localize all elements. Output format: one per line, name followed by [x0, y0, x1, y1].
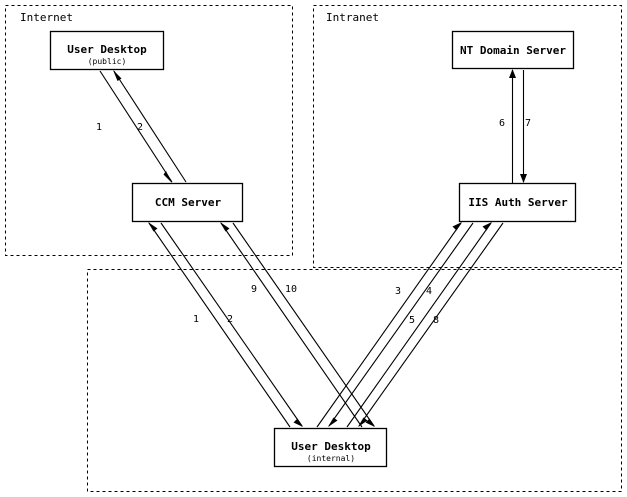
flow-line-1-internal: [148, 222, 291, 428]
flow-line-8: [358, 222, 504, 427]
flow-line-2-internal: [160, 222, 303, 427]
zone-internet-label: Internet: [20, 11, 73, 24]
node-ccm-server[interactable]: CCM Server: [131, 182, 244, 223]
node-user-desktop-internal-subtitle: (internal): [307, 454, 355, 463]
flow-line-9: [220, 222, 363, 428]
flow-group-iis-nt: 6 7: [499, 69, 531, 183]
flow-label-9: 9: [251, 284, 257, 295]
node-user-desktop-public-box[interactable]: [49, 30, 165, 71]
flow-arrow-6: [509, 69, 516, 78]
flow-arrow-1-public: [163, 171, 172, 183]
flow-group-internal-iis-inner: 3 4: [316, 222, 474, 428]
node-iis-auth-server[interactable]: IIS Auth Server: [458, 182, 577, 223]
node-ccm-server-box[interactable]: [131, 182, 244, 223]
flow-label-10: 10: [285, 284, 297, 295]
flow-arrow-10: [365, 418, 375, 427]
node-user-desktop-internal[interactable]: User Desktop (internal): [273, 427, 388, 468]
zone-intranet: Intranet: [313, 5, 622, 268]
flow-label-4: 4: [426, 286, 432, 297]
flow-arrow-7: [520, 174, 527, 183]
node-user-desktop-public-title: User Desktop: [67, 43, 147, 56]
flow-label-1-internal: 1: [193, 314, 199, 325]
flow-label-8: 8: [433, 315, 439, 326]
node-iis-auth-server-title: IIS Auth Server: [468, 196, 568, 209]
zone-intranet-border: [313, 5, 622, 268]
flow-line-1-public: [99, 70, 173, 183]
flow-arrow-4: [328, 417, 338, 427]
flow-arrow-3: [452, 222, 462, 231]
node-user-desktop-public[interactable]: User Desktop (public): [49, 30, 165, 71]
flow-label-7: 7: [525, 118, 531, 129]
flow-arrow-9: [220, 222, 230, 232]
zone-internet: Internet: [5, 5, 293, 256]
flow-label-2-internal: 2: [227, 314, 233, 325]
node-iis-auth-server-box[interactable]: [458, 182, 577, 223]
node-nt-domain-server[interactable]: NT Domain Server: [451, 30, 575, 70]
node-user-desktop-public-subtitle: (public): [88, 57, 127, 66]
node-user-desktop-internal-box[interactable]: [273, 427, 388, 468]
flow-arrow-8: [358, 417, 368, 427]
node-nt-domain-server-box[interactable]: [451, 30, 575, 70]
flow-line-4: [328, 222, 474, 427]
node-user-desktop-internal-title: User Desktop: [291, 440, 371, 453]
flow-group-internal-iis-outer: 5 8: [346, 222, 504, 428]
flow-label-3: 3: [395, 286, 401, 297]
node-ccm-server-title: CCM Server: [155, 196, 222, 209]
flow-group-internal-ccm-left: 1 2: [148, 222, 303, 428]
flow-arrow-2-public: [113, 70, 122, 81]
flow-label-2-public: 2: [137, 122, 143, 133]
zone-internet-border: [5, 5, 293, 256]
node-nt-domain-server-title: NT Domain Server: [460, 44, 566, 57]
flow-arrow-5: [482, 222, 492, 231]
flow-label-6: 6: [499, 118, 505, 129]
zone-intranet-label: Intranet: [326, 11, 379, 24]
flow-group-public-ccm: 1 2: [96, 70, 187, 183]
flow-line-2-public: [113, 70, 187, 183]
zone-internal: [87, 269, 622, 492]
flow-line-10: [232, 222, 375, 427]
zone-internal-border: [87, 269, 622, 492]
flow-label-1-public: 1: [96, 122, 102, 133]
flow-group-internal-ccm-right: 9 10: [220, 222, 375, 428]
flow-arrow-1-internal: [148, 222, 158, 232]
flow-label-5: 5: [409, 315, 415, 326]
flow-arrow-2-internal: [293, 418, 303, 427]
flow-line-5: [346, 222, 492, 428]
flow-line-3: [316, 222, 462, 428]
